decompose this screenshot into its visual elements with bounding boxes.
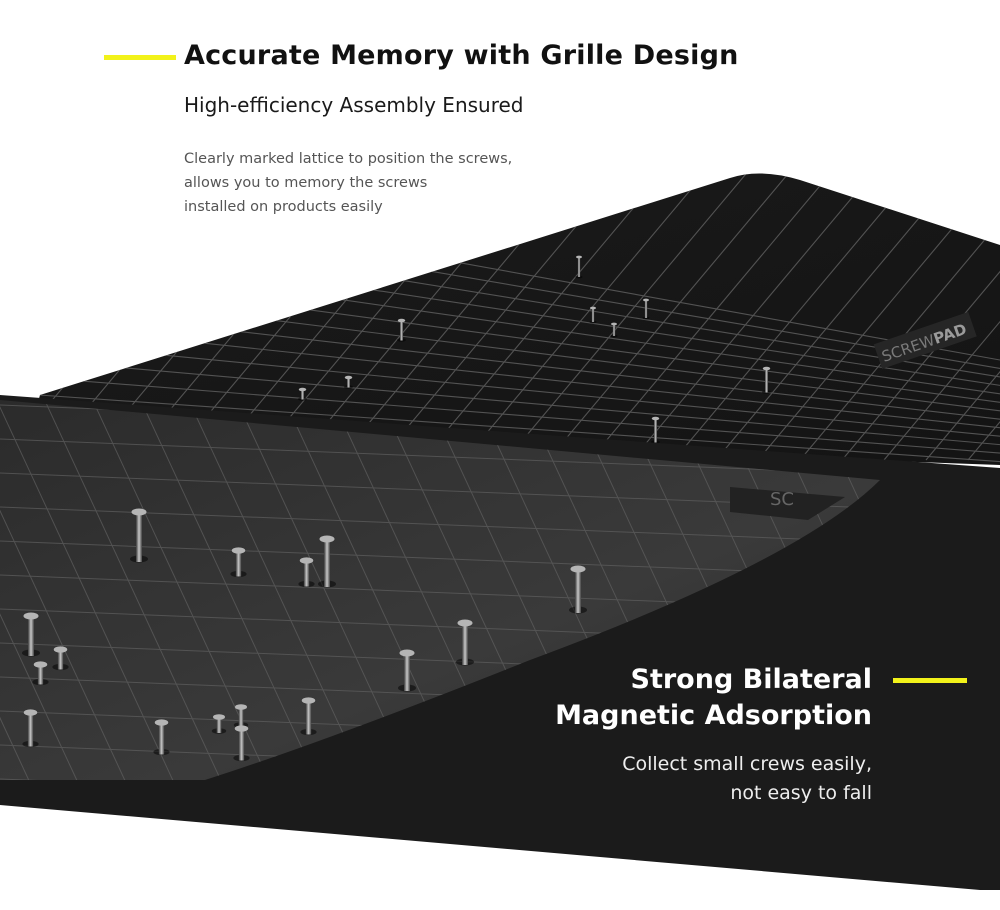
grid-line: [30, 356, 1000, 446]
screw: [651, 416, 660, 444]
grid-line: [463, 173, 725, 461]
screw: [344, 375, 353, 389]
screw: [610, 322, 618, 338]
screw: [153, 719, 170, 756]
description-line: Clearly marked lattice to position the s…: [184, 151, 513, 167]
screw: [22, 612, 40, 657]
grid-line: [631, 173, 893, 461]
screw: [397, 318, 406, 342]
screw: [456, 619, 474, 666]
screw: [211, 714, 227, 734]
screw: [589, 306, 597, 324]
grid-line: [505, 173, 767, 461]
top-section-description: Clearly marked lattice to position the s…: [184, 147, 512, 219]
screw: [298, 557, 315, 588]
bottom-section-description: Collect small crews easily, not easy to …: [622, 750, 872, 808]
front-pad-logo: SC: [730, 487, 845, 520]
grid-line: [0, 400, 39, 780]
grid-line: [30, 391, 1000, 463]
grid-line: [0, 400, 135, 780]
screw: [398, 649, 416, 692]
grid-line: [0, 400, 87, 780]
grid-line: [799, 173, 1000, 461]
screw: [318, 535, 336, 588]
description-line: allows you to memory the screws: [184, 175, 428, 191]
grid-line: [30, 338, 1000, 437]
front-screw-pad: SC: [0, 400, 880, 780]
grid-line: [0, 400, 183, 780]
top-section-title: Accurate Memory with Grille Design: [184, 40, 739, 71]
screw: [22, 709, 39, 748]
grid-line: [30, 374, 1000, 454]
title-line: Magnetic Adsorption: [555, 700, 872, 731]
grid-line: [183, 400, 375, 780]
screw: [233, 725, 250, 762]
screw: [569, 565, 587, 614]
top-section-subtitle: High-efficiency Assembly Ensured: [184, 93, 524, 117]
top-accent-bar: [104, 55, 176, 60]
grid-line: [925, 173, 1000, 461]
grid-line: [0, 472, 880, 514]
screw: [32, 661, 49, 686]
description-line: installed on products easily: [184, 199, 383, 215]
description-line: not easy to fall: [730, 782, 872, 804]
bottom-section-title: Strong Bilateral Magnetic Adsorption: [555, 662, 872, 734]
screw: [762, 366, 771, 394]
grid-line: [589, 173, 851, 461]
screw: [575, 255, 583, 279]
grid-line: [841, 173, 1000, 461]
screw: [230, 547, 247, 578]
screw: [298, 387, 307, 401]
screw: [52, 646, 69, 671]
screw: [130, 508, 148, 563]
description-line: Collect small crews easily,: [622, 753, 872, 775]
grid-line: [87, 400, 279, 780]
grid-line: [135, 400, 327, 780]
svg-text:SC: SC: [770, 489, 794, 510]
grid-line: [883, 173, 1000, 461]
screw: [300, 697, 317, 736]
bottom-accent-bar: [893, 678, 967, 683]
grid-line: [39, 400, 231, 780]
screw: [642, 298, 650, 320]
title-line: Strong Bilateral: [630, 664, 872, 695]
